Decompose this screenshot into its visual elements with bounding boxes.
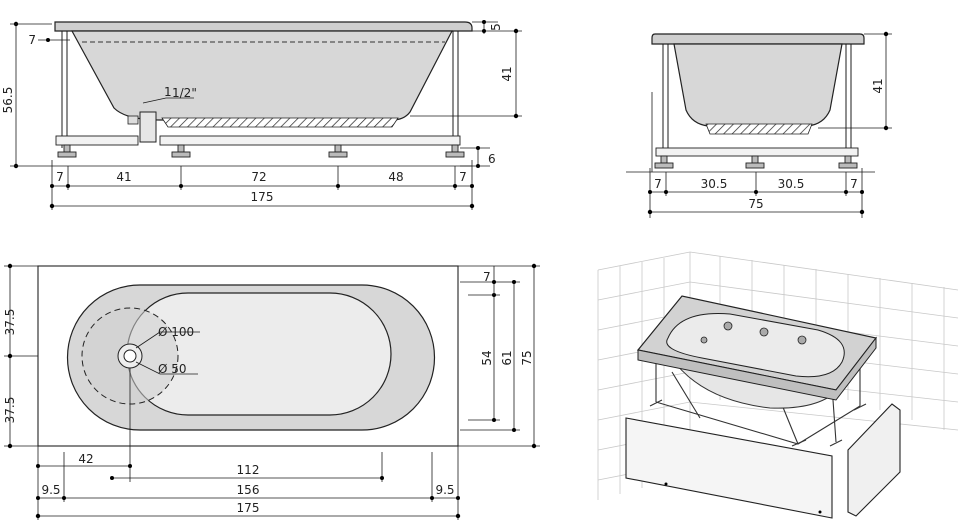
dim-plan-inner-width: 54 [480, 350, 494, 365]
dim-end-seg-4: 7 [850, 177, 858, 191]
dim-half-width-lower: 37.5 [3, 397, 17, 424]
dim-side-seg-5: 7 [459, 170, 467, 184]
isometric-view [597, 251, 959, 519]
tub-basin-side [70, 30, 453, 121]
tub-base-hatch [161, 117, 399, 128]
dim-plan-basin-length: 156 [237, 483, 260, 497]
end-frame-rail [655, 147, 859, 157]
tub-rim [54, 21, 473, 32]
dim-rim-thickness: 5 [489, 23, 503, 31]
plan-view: Ø 100 Ø 50 37.5 37.5 54 61 75 7 [3, 263, 540, 520]
dim-basin-depth: 41 [500, 66, 514, 81]
dim-end-seg-2: 30.5 [701, 177, 728, 191]
jet-nozzles [700, 321, 807, 345]
dim-plan-edge-left: 9.5 [41, 483, 60, 497]
drain-pipe-cap [127, 115, 139, 125]
iso-frame [649, 360, 867, 447]
dim-end-seg-3: 30.5 [778, 177, 805, 191]
frame-rail-left [55, 135, 139, 146]
dim-end-basin-depth: 41 [871, 78, 885, 93]
iso-basin-opening [666, 313, 845, 378]
drain-size-label: 1 [164, 85, 172, 99]
dim-plan-drain-offset: 42 [78, 452, 93, 466]
end-rim [651, 33, 865, 45]
dim-rim-offset: 7 [28, 33, 36, 47]
dim-plan-basin-width: 61 [500, 350, 514, 365]
drain-size-fraction: 1/2" [172, 86, 197, 100]
end-feet [654, 155, 858, 169]
dim-plan-total-length: 175 [237, 501, 260, 515]
drain-inner-ring [123, 349, 137, 363]
iso-front-panel [625, 417, 833, 519]
dim-side-total-length: 175 [251, 190, 274, 204]
drain-pipe [139, 111, 157, 143]
dim-plan-edge-right: 9.5 [435, 483, 454, 497]
side-elevation-view: 56.5 7 5 41 6 1 1/2" [1, 20, 522, 210]
dim-half-width-upper: 37.5 [3, 309, 17, 336]
adjustable-feet [57, 144, 465, 158]
dim-side-seg-3: 72 [251, 170, 266, 184]
dim-end-total-width: 75 [748, 197, 763, 211]
dim-end-seg-1: 7 [654, 177, 662, 191]
dim-plan-rim-offset: 7 [483, 270, 491, 284]
dim-side-seg-1: 7 [56, 170, 64, 184]
end-elevation-view: 41 7 30.5 30.5 7 75 [626, 31, 892, 218]
dim-plan-total-width: 75 [520, 350, 534, 365]
dim-plan-inner-span: 112 [237, 463, 260, 477]
dim-side-seg-2: 41 [116, 170, 131, 184]
dim-diameter-100: Ø 100 [158, 325, 194, 339]
dim-diameter-50: Ø 50 [158, 362, 187, 376]
end-basin [673, 43, 843, 127]
frame-rail-right [159, 135, 461, 146]
end-base-hatch [705, 123, 813, 135]
iso-tub-deck-edge [637, 336, 877, 401]
dim-foot-height: 6 [488, 152, 496, 166]
dim-side-seg-4: 48 [388, 170, 403, 184]
iso-side-panel [847, 403, 901, 517]
dim-total-height: 56.5 [1, 87, 15, 114]
